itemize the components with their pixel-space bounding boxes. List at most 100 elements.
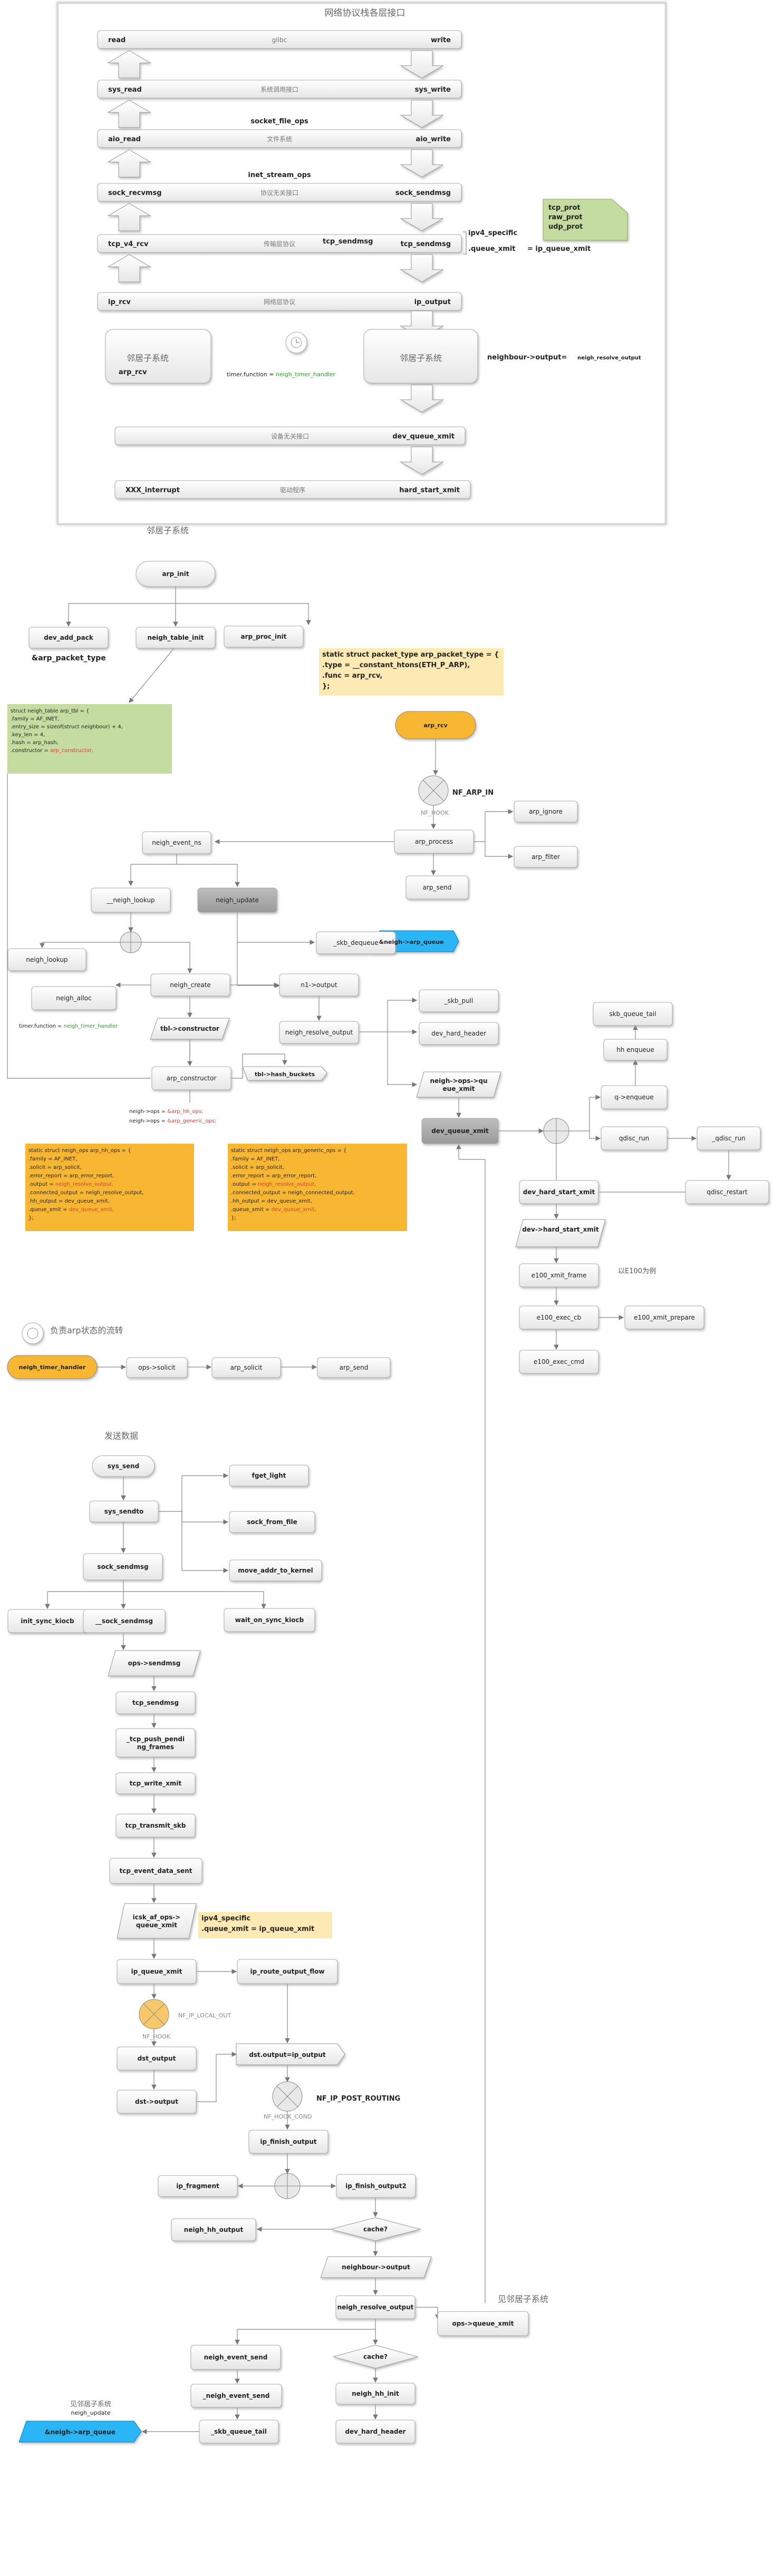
sock-sendmsg: sock_sendmsg (97, 1563, 148, 1571)
neigh-alloc-box (31, 986, 117, 1010)
e100-exec-cb-box (519, 1305, 599, 1330)
tbl-constructor: tbl->constructor (160, 1025, 219, 1032)
decision-diamond (330, 2217, 421, 2241)
qdisc-restart: qdisc_restart (707, 1188, 748, 1196)
neigh-lookup: neigh_lookup (26, 956, 67, 963)
qdisc-run-box (601, 1126, 668, 1150)
hh-ops-note: .output = neigh_resolve_output, (28, 1182, 113, 1187)
neigh-subsystem-right: 邻居子系统 (400, 353, 442, 363)
sys-sendto: sys_sendto (104, 1508, 144, 1516)
neigh-subsystem-ref-bottom: 见邻居子系统 (70, 2401, 111, 2408)
arp-solicit-box (211, 1357, 281, 1378)
layer-3-bar (97, 183, 462, 202)
ipv4-specific-label: ipv4_specific (468, 229, 517, 237)
packet-type-note: .type = __constant_htons(ETH_P_ARP), (322, 661, 470, 669)
arp-tbl-note: .key_len = 4, (11, 732, 45, 738)
tcp-sendmsg-box (115, 1691, 196, 1714)
layer-left-fn: XXX_interrupt (125, 486, 180, 494)
layer-ops: inet_stream_ops (248, 171, 311, 179)
up-arrow (107, 50, 151, 79)
packet-type-note: .func = arp_rcv, (322, 672, 382, 680)
layer-right-fn: sock_sendmsg (395, 189, 451, 197)
arp-tbl-note: struct neigh_table arp_tbl = { (11, 708, 89, 714)
dev-add-pack-box (28, 627, 109, 649)
tcp-push-pending-frames-box (115, 1728, 196, 1758)
layer-left-fn: sys_read (108, 86, 142, 94)
nf-arp-in-label: NF_ARP_IN (452, 789, 494, 797)
flow-line (69, 587, 176, 604)
flow-arrow (181, 1511, 229, 1525)
hh-ops-note: static struct neigh_ops arp_hh_ops = { (28, 1148, 131, 1154)
prot-name: udp_prot (548, 223, 583, 231)
neigh-ops-line: neigh->ops = &arp_generic_ops; (129, 1118, 216, 1124)
neigh-section-title: 邻居子系统 (147, 525, 189, 535)
qdisc-restart-box (685, 1180, 769, 1204)
arp-init: arp_init (162, 570, 189, 578)
sock-sendmsg-inner: __sock_sendmsg (95, 1617, 153, 1625)
hh-enqueue-box (603, 1039, 668, 1061)
layer-right-fn: write (431, 36, 451, 44)
ip-queue-xmit-box (117, 1959, 197, 1984)
arp-tbl-note: .family = AF_INET, (11, 716, 59, 722)
dev-hard-start-xmit-ptr: dev->hard_start_xmit (522, 1226, 599, 1234)
neigh-ops-line: neigh->ops = &arp_hh_ops; (129, 1109, 203, 1115)
arp-ignore-box (514, 801, 578, 823)
arp-packet-type: &arp_packet_type (32, 654, 106, 662)
flow-arrow (129, 648, 175, 703)
e100-xmit-frame: e100_xmit_frame (532, 1272, 587, 1279)
down-arrow (400, 203, 444, 231)
generic-ops-note: static struct neigh_ops arp_generic_ops … (231, 1148, 346, 1154)
wait-on-sync-kiocb: wait_on_sync_kiocb (235, 1616, 304, 1624)
arp-send: arp_send (423, 884, 452, 891)
skb-pull: _skb_pull (444, 997, 474, 1004)
ipv4-specific-note-box (198, 1912, 332, 1938)
e100-xmit-prepare: e100_xmit_prepare (634, 1314, 695, 1321)
neigh-ops-queue-xmit: neigh->ops->qu (430, 1077, 487, 1085)
arp-rcv-start-shape (395, 711, 476, 739)
layer-name: 设备无关接口 (271, 432, 309, 440)
arp-tbl-note: .entry_size = sizeof(struct neighbour) +… (11, 724, 123, 730)
skb-queue-tail-send-box (199, 2419, 279, 2444)
flow-arrow (387, 1032, 418, 1087)
neigh-timer-handler-shape (7, 1355, 98, 1379)
prot-note-box (543, 199, 628, 241)
arp-process: arp_process (415, 838, 453, 845)
nf-hook-label: NF_HOOK (421, 809, 449, 816)
stack-frame (57, 2, 666, 525)
ops-sendmsg-para (108, 1650, 201, 1676)
flow-line (474, 812, 486, 842)
stack-title: 网络协议栈各层接口 (325, 8, 405, 18)
neigh-table-init: neigh_table_init (147, 634, 204, 642)
neighbour-output: neighbour->output (342, 2263, 410, 2271)
hh-ops-note: }; (28, 1215, 34, 1221)
layer-left-fn: aio_read (108, 135, 141, 143)
sys-send: sys_send (108, 1462, 140, 1470)
skb-queue-tail-box (593, 1002, 673, 1026)
neigh-subsystem-left-box (105, 329, 211, 384)
ip-route-output-flow-box (237, 1959, 338, 1984)
wait-on-sync-kiocb-box (224, 1608, 315, 1632)
hh-ops-note: .hh_output = dev_queue_xmit, (28, 1198, 110, 1204)
tcp-sendmsg-label: tcp_sendmsg (323, 238, 373, 246)
layer-0-bar (97, 30, 462, 49)
ip-finish-output-box (248, 2130, 328, 2154)
neigh-subsystem-ref: 见邻居子系统 (498, 2294, 548, 2304)
flow-arrow (177, 864, 240, 887)
layer-right-fn: hard_start_xmit (399, 486, 460, 494)
neigh-subsystem-left: 邻居子系统 (127, 353, 169, 363)
e100-exec-cmd: e100_exec_cmd (534, 1358, 584, 1365)
up-arrow (107, 254, 151, 282)
qdisc-run-inner: _qdisc_run (711, 1135, 746, 1142)
flow-line (196, 2054, 217, 2102)
layer-left-fn: ip_rcv (108, 298, 131, 306)
neigh-subsystem-right-box (363, 329, 478, 384)
ip-fragment: ip_fragment (176, 2182, 219, 2190)
ops-sendmsg: ops->sendmsg (128, 1660, 181, 1667)
qdisc-run-inner-box (697, 1126, 761, 1150)
ip-finish-output2-box (336, 2174, 416, 2198)
ip-route-output-flow: ip_route_output_flow (250, 1968, 325, 1976)
state-timer-icon (22, 1322, 44, 1344)
arp-constructor: arp_constructor (167, 1075, 217, 1082)
arp-queue: &neigh->arp_queue (379, 939, 444, 945)
tcp-event-data-sent: tcp_event_data_sent (120, 1867, 192, 1875)
